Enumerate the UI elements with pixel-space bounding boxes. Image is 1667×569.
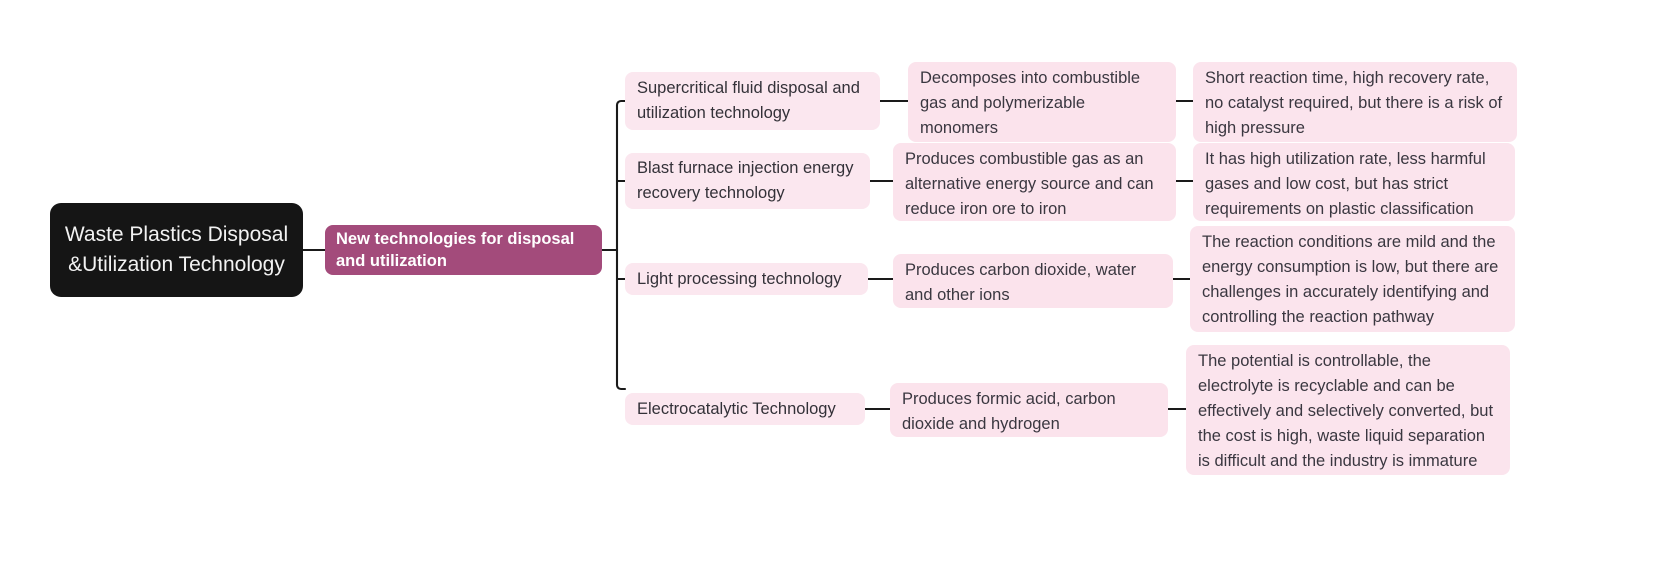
assessment-node-label: The potential is controllable, the elect… <box>1198 352 1494 470</box>
technology-node-label: Electrocatalytic Technology <box>637 399 836 418</box>
product-node-label: Produces formic acid, carbon dioxide and… <box>902 390 1116 433</box>
technology-node-light-processing[interactable]: Light processing technology <box>625 263 868 295</box>
assessment-node-supercritical-fluid[interactable]: Short reaction time, high recovery rate,… <box>1193 62 1517 142</box>
assessment-node-label: Short reaction time, high recovery rate,… <box>1205 69 1503 137</box>
technology-node-electrocatalytic[interactable]: Electrocatalytic Technology <box>625 393 865 425</box>
technology-node-label: Blast furnace injection energy recovery … <box>637 159 854 202</box>
product-node-electrocatalytic[interactable]: Produces formic acid, carbon dioxide and… <box>890 383 1168 437</box>
connector-trunk-bracket <box>615 99 627 391</box>
product-node-label: Produces carbon dioxide, water and other… <box>905 261 1137 304</box>
level2-node-label: New technologies for disposal and utiliz… <box>336 230 575 270</box>
technology-node-blast-furnace-injection[interactable]: Blast furnace injection energy recovery … <box>625 153 870 209</box>
product-node-blast-furnace-injection[interactable]: Produces combustible gas as an alternati… <box>893 143 1176 221</box>
level2-node-new-technologies[interactable]: New technologies for disposal and utiliz… <box>325 225 602 275</box>
technology-node-label: Supercritical fluid disposal and utiliza… <box>637 79 860 122</box>
root-node-label: Waste Plastics Disposal &Utilization Tec… <box>64 223 289 276</box>
product-node-light-processing[interactable]: Produces carbon dioxide, water and other… <box>893 254 1173 308</box>
assessment-node-electrocatalytic[interactable]: The potential is controllable, the elect… <box>1186 345 1510 475</box>
product-node-label: Decomposes into combustible gas and poly… <box>920 69 1141 137</box>
assessment-node-label: It has high utilization rate, less harmf… <box>1205 150 1486 218</box>
technology-node-supercritical-fluid[interactable]: Supercritical fluid disposal and utiliza… <box>625 72 880 130</box>
product-node-supercritical-fluid[interactable]: Decomposes into combustible gas and poly… <box>908 62 1176 142</box>
assessment-node-label: The reaction conditions are mild and the… <box>1202 233 1499 326</box>
technology-node-label: Light processing technology <box>637 269 842 288</box>
product-node-label: Produces combustible gas as an alternati… <box>905 150 1154 218</box>
assessment-node-light-processing[interactable]: The reaction conditions are mild and the… <box>1190 226 1515 332</box>
root-node[interactable]: Waste Plastics Disposal &Utilization Tec… <box>50 203 303 297</box>
assessment-node-blast-furnace-injection[interactable]: It has high utilization rate, less harmf… <box>1193 143 1515 221</box>
